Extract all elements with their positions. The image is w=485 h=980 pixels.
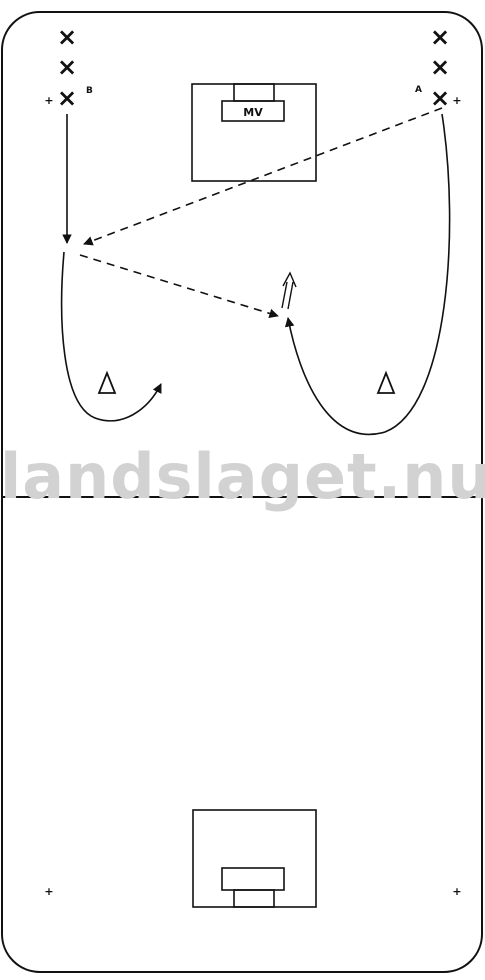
player-cross-left-2: × <box>57 53 77 81</box>
player-label-a: A <box>415 85 422 95</box>
cone-left <box>97 370 117 394</box>
field-outline <box>1 11 483 973</box>
player-cross-right-2: × <box>430 53 450 81</box>
pass-a-to-b <box>83 107 443 246</box>
plus-marker-right: + <box>452 94 461 107</box>
goalkeeper-label: MV <box>243 106 263 119</box>
curve-run-left <box>60 251 162 422</box>
plus-marker-bottom-left: + <box>44 885 53 898</box>
curve-run-right <box>284 113 451 435</box>
player-cross-left-1: × <box>57 23 77 51</box>
player-cross-right-3: × <box>430 84 450 112</box>
bottom-goal <box>192 809 317 908</box>
cone-right <box>376 370 396 394</box>
top-goal <box>191 83 317 182</box>
shot-arrow-icon <box>281 271 297 310</box>
player-label-b: B <box>86 86 93 96</box>
player-cross-right-1: × <box>430 23 450 51</box>
player-cross-left-3: × <box>57 84 77 112</box>
plus-marker-bottom-right: + <box>452 885 461 898</box>
plus-marker-left: + <box>44 94 53 107</box>
pass-to-center <box>79 254 279 319</box>
